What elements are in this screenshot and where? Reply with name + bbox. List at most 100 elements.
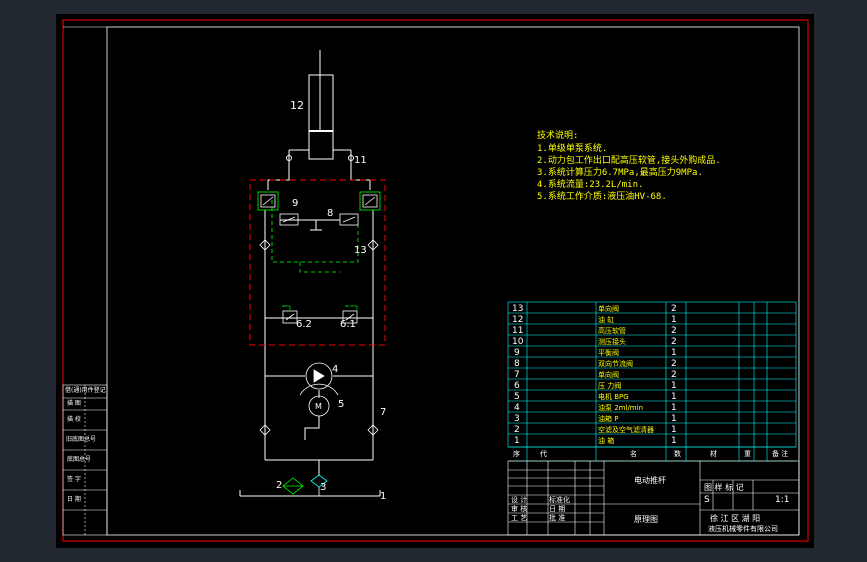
bom-qty: 1: [671, 392, 677, 402]
bom-no: 7: [514, 370, 520, 380]
bom-qty: 1: [671, 436, 677, 446]
label-throttle-valve: 8: [327, 208, 334, 219]
label-motor: 5: [338, 399, 345, 410]
left-strip-4: 旧底图总号: [66, 436, 97, 443]
note-line-4: 4.系统流量:23.2L/min.: [537, 180, 644, 190]
bom-no: 8: [514, 359, 520, 369]
bom-name: 高压软管: [598, 327, 626, 335]
approve-label: 批 准: [549, 514, 566, 522]
outer-frame: [62, 19, 809, 542]
bom-name: 油箱 P: [598, 415, 619, 423]
bom-qty: 1: [671, 414, 677, 424]
craft-label: 工 艺: [511, 514, 528, 522]
bom-name: 单向阀: [598, 305, 619, 313]
product-name: 电动推杆: [634, 476, 666, 485]
left-strip-6: 签 字: [67, 476, 81, 483]
label-tank: 1: [380, 491, 387, 502]
sheet-mark: S: [704, 495, 710, 505]
bom-name: 平衡阀: [598, 349, 619, 357]
note-line-3: 3.系统计算压力6.7MPa,最高压力9MPa.: [537, 168, 703, 178]
bom-no: 5: [514, 392, 520, 402]
balance-valve-left: [257, 191, 299, 226]
left-strip-1: 借(通)用件登记: [65, 387, 106, 394]
bom-name: 电机 BPG: [598, 393, 629, 401]
check-valves-7: [259, 424, 379, 436]
bom-qty: 2: [671, 359, 677, 369]
bom-qty: 2: [671, 304, 677, 314]
bom-no: 13: [512, 304, 524, 314]
bom-qty: 1: [671, 425, 677, 435]
bom-header-weight: 重: [744, 450, 751, 458]
cylinder-12: [289, 50, 351, 160]
left-strip-5: 底图总号: [67, 456, 92, 463]
left-strip-2: 描 图: [67, 400, 81, 407]
label-cylinder: 12: [290, 99, 304, 112]
scale-value: 1:1: [775, 495, 790, 505]
bom-header-material: 材: [710, 450, 717, 458]
title-block: [507, 460, 800, 536]
bom-qty: 1: [671, 315, 677, 325]
check-valves-13: [259, 239, 379, 251]
bom-no: 10: [512, 337, 524, 347]
design-label: 设 计: [511, 496, 528, 504]
bom-qty: 1: [671, 348, 677, 358]
note-line-1: 1.单级单泵系统.: [537, 144, 608, 154]
label-balance-valve: 9: [292, 198, 299, 209]
bom-header-name: 名: [630, 450, 637, 458]
bom-name: 油 箱: [598, 437, 615, 445]
label-pressure-valve-62: 6.2: [296, 319, 312, 330]
note-line-5: 5.系统工作介质:液压油HV-68.: [537, 192, 667, 202]
notes-title: 技术说明:: [537, 131, 579, 141]
bom-name: 单向阀: [598, 371, 619, 379]
bom-name: 测压接头: [598, 338, 626, 346]
filters: [282, 474, 328, 496]
inner-frame: [106, 26, 800, 536]
bom-name: 压 力阀: [598, 382, 622, 390]
bom-name: 油 缸: [598, 316, 615, 324]
paper: [56, 14, 814, 548]
bom-no: 4: [514, 403, 520, 413]
drawing-marks: 图 样 标 记: [704, 483, 744, 492]
bom-table: [507, 301, 797, 462]
pressure-valves-6: [282, 305, 358, 324]
label-air-filter: 2: [276, 480, 283, 491]
left-title-strip: [62, 384, 108, 536]
bom-header-code: 代: [540, 450, 547, 458]
bom-name: 油泵 2ml/min: [598, 404, 644, 412]
label-check-valve-13: 13: [354, 245, 367, 256]
bom-no: 2: [514, 425, 520, 435]
label-oil-filter: 3: [320, 482, 327, 493]
bom-qty: 2: [671, 370, 677, 380]
svg-text:M: M: [315, 402, 322, 411]
bom-qty: 2: [671, 337, 677, 347]
company-name-2: 液压机械零件有限公司: [708, 525, 778, 533]
bom-header-no: 序: [513, 450, 520, 458]
label-pump: 4: [332, 364, 339, 375]
check-label: 审 核: [511, 505, 528, 513]
bom-no: 1: [514, 436, 520, 446]
note-line-2: 2.动力包工作出口配高压软管,接头外购成品.: [537, 156, 721, 166]
drawing-name: 原理图: [634, 515, 658, 524]
label-hose: 11: [354, 155, 367, 166]
pump-motor: M: [299, 362, 339, 417]
bom-qty: 1: [671, 381, 677, 391]
bom-qty: 1: [671, 403, 677, 413]
date-label: 日 期: [549, 505, 566, 513]
label-pressure-valve-61: 6.1: [340, 319, 356, 330]
left-strip-7: 日 期: [67, 496, 81, 503]
bom-no: 3: [514, 414, 520, 424]
bom-header-qty: 数: [674, 450, 681, 458]
bom-no: 9: [514, 348, 520, 358]
bom-qty: 2: [671, 326, 677, 336]
bom-no: 12: [512, 315, 524, 325]
std-label: 标准化: [549, 496, 570, 504]
balance-valve-right: [339, 191, 381, 226]
bom-name: 双向节流阀: [598, 360, 633, 368]
label-check-valve-7: 7: [380, 407, 387, 418]
left-strip-3: 描 校: [67, 416, 81, 423]
bom-no: 6: [514, 381, 520, 391]
company-name-1: 徐 江 区 湖 阳: [710, 514, 761, 523]
bom-name: 空滤及空气滤清器: [598, 426, 654, 434]
bom-header-note: 备 注: [772, 450, 789, 458]
